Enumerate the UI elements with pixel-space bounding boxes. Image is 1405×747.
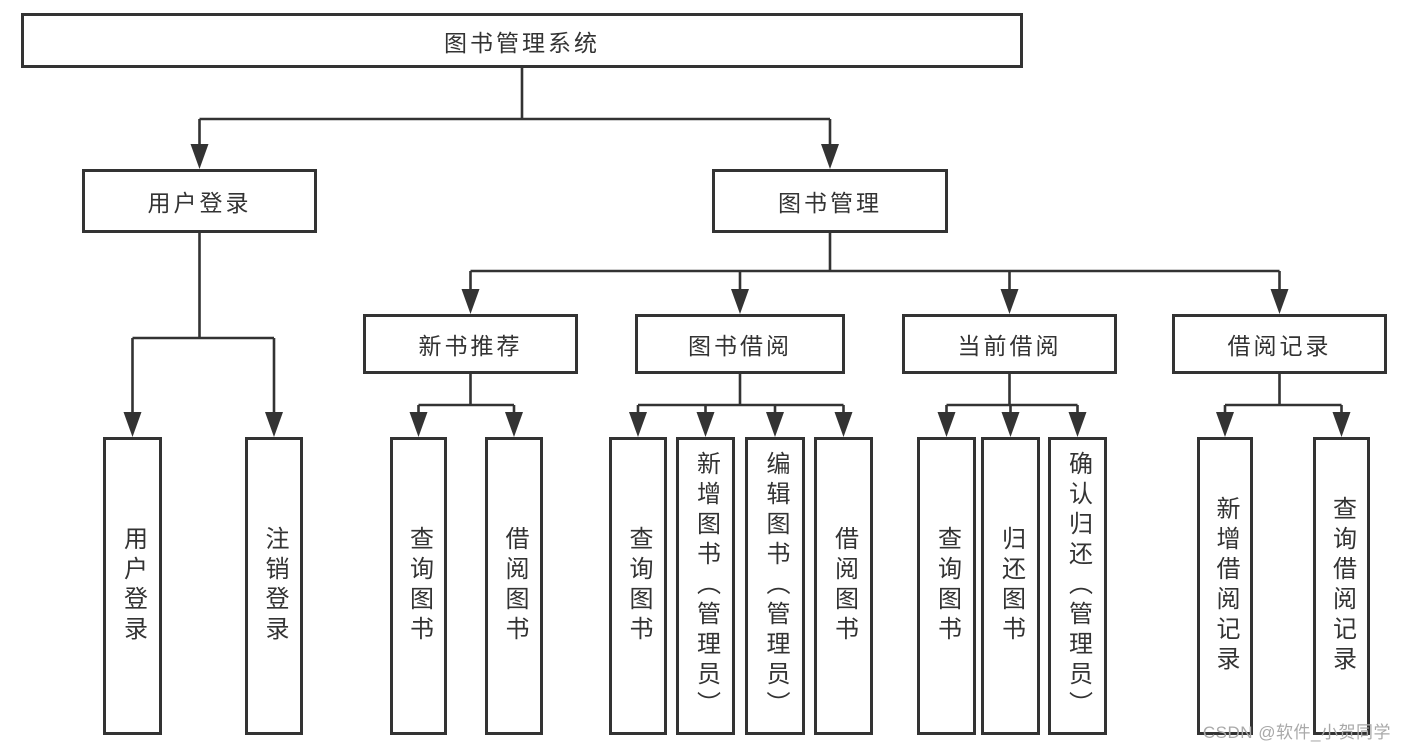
- arrow-down-icon: [190, 144, 209, 169]
- arrow-down-icon: [1068, 412, 1087, 437]
- arrow-down-icon: [1270, 289, 1289, 314]
- node-current-borrow: 当前借阅: [902, 314, 1117, 374]
- leaf-return-book: 归还图书: [981, 437, 1040, 735]
- leaf-query-books-recommend: 查询图书: [390, 437, 447, 735]
- arrow-down-icon: [731, 289, 749, 314]
- arrow-down-icon: [834, 412, 853, 437]
- node-borrow-records: 借阅记录: [1172, 314, 1387, 374]
- leaf-query-books-current: 查询图书: [917, 437, 976, 735]
- arrow-down-icon: [1000, 289, 1019, 314]
- arrow-down-icon: [1216, 412, 1234, 437]
- leaf-logout: 注销登录: [245, 437, 303, 735]
- node-book-management-module: 图书管理: [712, 169, 948, 233]
- connector-path: [131, 68, 1343, 414]
- arrow-down-icon: [1001, 412, 1020, 437]
- node-root-system: 图书管理系统: [21, 13, 1023, 68]
- node-new-book-recommend: 新书推荐: [363, 314, 578, 374]
- arrow-down-icon: [265, 412, 283, 437]
- csdn-watermark: CSDN @软件_小贺同学: [1202, 723, 1391, 742]
- leaf-query-borrow-record: 查询借阅记录: [1313, 437, 1370, 735]
- leaf-borrow-books-recommend: 借阅图书: [485, 437, 543, 735]
- arrow-down-icon: [461, 289, 480, 314]
- arrow-down-icon: [766, 412, 784, 437]
- leaf-borrow-book: 借阅图书: [814, 437, 873, 735]
- arrow-down-icon: [937, 412, 956, 437]
- arrow-down-icon: [629, 412, 647, 437]
- arrow-down-icon: [821, 144, 839, 169]
- arrow-down-icon: [505, 412, 523, 437]
- leaf-edit-book-admin: 编辑图书（管理员）: [745, 437, 805, 735]
- arrow-down-icon: [123, 412, 142, 437]
- leaf-query-books-borrow: 查询图书: [609, 437, 667, 735]
- arrow-down-icon: [409, 412, 428, 437]
- arrow-down-icon: [696, 412, 715, 437]
- arrow-down-icon: [1332, 412, 1351, 437]
- leaf-user-login: 用户登录: [103, 437, 162, 735]
- node-user-login-module: 用户登录: [82, 169, 317, 233]
- leaf-confirm-return-admin: 确认归还（管理员）: [1048, 437, 1107, 735]
- leaf-add-borrow-record: 新增借阅记录: [1197, 437, 1253, 735]
- node-book-borrow: 图书借阅: [635, 314, 845, 374]
- leaf-add-book-admin: 新增图书（管理员）: [676, 437, 735, 735]
